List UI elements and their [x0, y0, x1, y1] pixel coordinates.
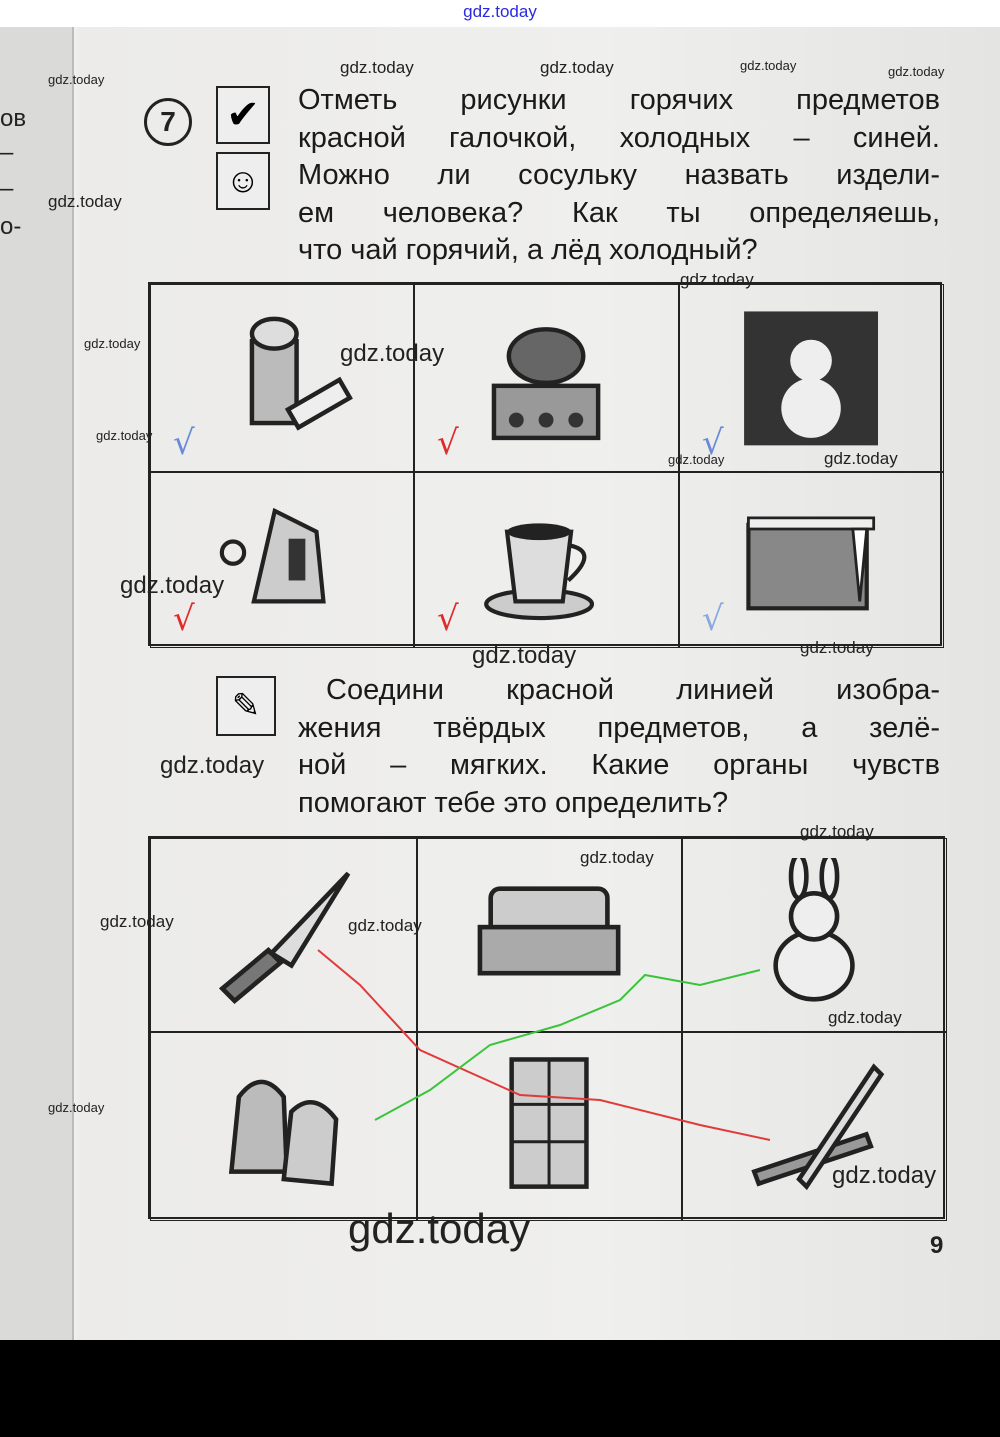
watermark: gdz.today [800, 822, 874, 841]
ice-cream-icon [250, 316, 354, 431]
watermark: gdz.today [824, 449, 898, 468]
watermark: gdz.today [96, 428, 153, 443]
watermark: gdz.today [888, 64, 945, 79]
watermark: gdz.today [832, 1162, 937, 1189]
text-line: ной – мягких. Какие органы чувств [298, 749, 940, 781]
watermark: gdz.today [580, 848, 654, 867]
pen-and-pencil-icon [751, 1063, 885, 1190]
watermark: gdz.today [472, 642, 577, 669]
sofa-icon [478, 886, 621, 976]
picture-cell-snowman[interactable]: √ [679, 284, 944, 472]
left-page-edge: ов – – о- [0, 27, 74, 1340]
picture-cell-icicles[interactable]: √ [679, 472, 944, 648]
checkmark: √ [702, 599, 724, 639]
checkmark: √ [173, 423, 195, 463]
watermark: gdz.today [540, 58, 614, 77]
margin-text: – [0, 175, 14, 202]
watermark: gdz.today [348, 916, 422, 935]
site-watermark: gdz.today [463, 2, 537, 21]
text-line: Соедини красной линией изобра- [326, 674, 940, 706]
watermark: gdz.today [828, 1008, 902, 1027]
knife-icon [218, 871, 350, 1005]
picture-cell-cup-of-tea[interactable]: √ [414, 472, 679, 648]
bookcase-icon [509, 1056, 590, 1189]
task7-picture-grid: √ √ √ √ √ √ [148, 282, 944, 648]
margin-text: – [0, 139, 14, 166]
watermark: gdz.today [340, 58, 414, 77]
watermark: gdz.today [680, 270, 754, 289]
watermark: gdz.today [48, 192, 122, 211]
picture-cell-mittens[interactable] [150, 1032, 417, 1221]
checkmark: √ [437, 423, 459, 463]
cup-of-tea-icon [484, 523, 595, 621]
snowman-icon [744, 311, 879, 445]
picture-cell-ice-cream[interactable]: √ [150, 284, 414, 472]
picture-cell-pot-on-stove[interactable]: √ [414, 284, 679, 472]
margin-text: о- [0, 213, 22, 240]
checkmark: √ [437, 599, 459, 639]
watermark: gdz.today [160, 752, 265, 779]
picture-cell-pen-and-pencil[interactable] [682, 1032, 947, 1221]
watermark: gdz.today [48, 72, 105, 87]
watermark: gdz.today [120, 572, 225, 599]
watermark: gdz.today [668, 452, 725, 467]
watermark: gdz.today [800, 638, 874, 657]
margin-text: ов [0, 105, 27, 132]
picture-cell-iron[interactable]: √ [150, 472, 414, 648]
checkmark: √ [173, 599, 195, 639]
watermark: gdz.today [84, 336, 141, 351]
checkmark: √ [702, 423, 724, 463]
pot-on-stove-icon [492, 326, 601, 440]
text-line: Отметь рисунки горячих предметов [298, 84, 940, 116]
task7-text: Отметь рисунки горячих предметов красной… [298, 82, 940, 270]
checkmark-icon: ✔ [216, 86, 270, 144]
watermark: gdz.today [100, 912, 174, 931]
page-number: 9 [930, 1232, 944, 1259]
iron-icon [220, 508, 327, 604]
icicles-icon [746, 516, 876, 611]
mittens-icon [228, 1079, 339, 1186]
task8-text: Соедини красной линией изобра- жения твё… [298, 672, 940, 822]
top-bar: gdz.today [0, 0, 1000, 27]
text-line: Можно ли сосульку назвать издели- [298, 159, 940, 191]
toy-rabbit-icon [773, 858, 856, 1002]
watermark: gdz.today [740, 58, 797, 73]
text-line: красной галочкой, холодных – синей. [298, 121, 940, 154]
task-number: 7 [144, 98, 192, 146]
picture-cell-bookcase[interactable] [417, 1032, 682, 1221]
watermark: gdz.today [340, 340, 445, 367]
text-line: помогают тебе это определить? [298, 786, 729, 819]
task8-picture-grid [148, 836, 947, 1221]
pencil-icon: ✎ [216, 676, 276, 736]
picture-cell-toy-rabbit[interactable] [682, 838, 947, 1032]
watermark: gdz.today [348, 1205, 531, 1252]
text-line: жения твёрдых предметов, а зелё- [298, 711, 940, 744]
text-line: ем человека? Как ты определяешь, [298, 196, 940, 229]
thinking-boy-icon: ☺ [216, 152, 270, 210]
picture-cell-knife[interactable] [150, 838, 417, 1032]
watermark: gdz.today [48, 1100, 105, 1115]
text-line: что чай горячий, а лёд холодный? [298, 234, 758, 266]
